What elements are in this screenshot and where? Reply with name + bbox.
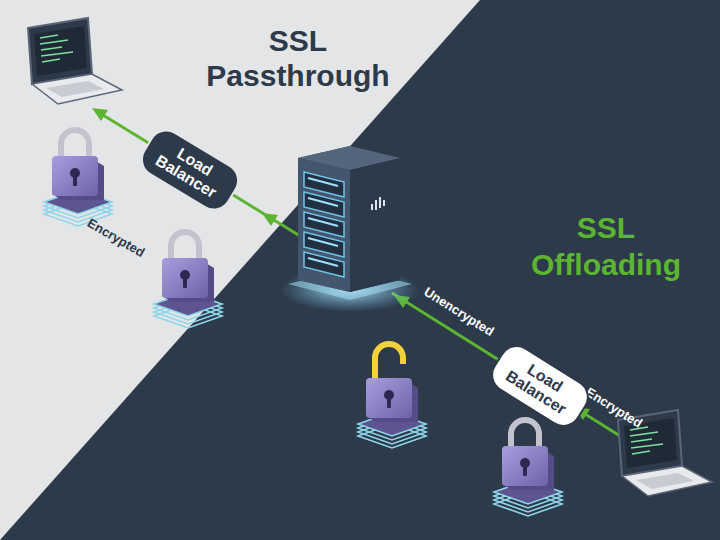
section-title: SSL Passthrough bbox=[198, 23, 398, 94]
section-title: SSL Offloading bbox=[516, 209, 696, 284]
link-label: Encrypted bbox=[583, 385, 644, 431]
load-balancer-box: Load Balancer bbox=[484, 338, 595, 433]
node-label: Load Balancer bbox=[501, 353, 578, 419]
link-label: Unencrypted bbox=[421, 285, 496, 339]
